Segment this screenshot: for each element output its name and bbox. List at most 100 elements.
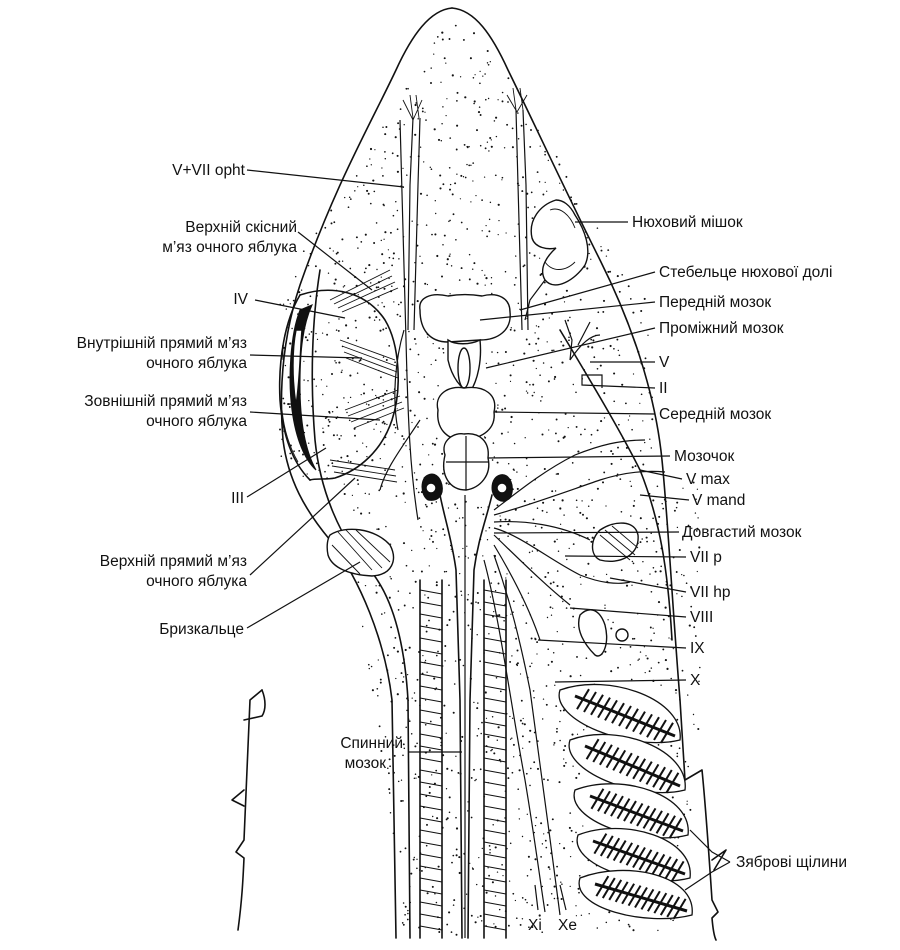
- stipple-dot: [395, 201, 396, 202]
- stipple-dot: [564, 301, 565, 302]
- stipple-dot: [507, 431, 508, 432]
- stipple-dot: [490, 202, 491, 203]
- stipple-dot: [404, 124, 405, 125]
- stipple-dot: [441, 31, 443, 33]
- stipple-dot: [508, 463, 509, 464]
- stipple-dot: [430, 67, 431, 68]
- stipple-dot: [303, 361, 304, 362]
- stipple-dot: [586, 657, 588, 659]
- stipple-dot: [603, 471, 605, 473]
- stipple-dot: [429, 565, 430, 566]
- stipple-dot: [482, 513, 484, 515]
- stipple-dot: [572, 462, 574, 464]
- stipple-dot: [389, 758, 391, 760]
- stipple-dot: [502, 92, 504, 94]
- stipple-dot: [660, 566, 662, 568]
- stipple-dot: [361, 394, 362, 395]
- stipple-dot: [531, 663, 532, 664]
- stipple-dot: [456, 827, 458, 829]
- stipple-dot: [376, 222, 378, 224]
- stipple-dot: [479, 660, 481, 662]
- stipple-dot: [451, 770, 453, 772]
- stipple-dot: [576, 203, 578, 205]
- stipple-dot: [547, 648, 549, 650]
- stipple-dot: [333, 221, 335, 223]
- stipple-dot: [405, 481, 407, 483]
- stipple-dot: [391, 285, 393, 287]
- stipple-dot: [398, 258, 399, 259]
- stipple-dot: [586, 517, 588, 519]
- stipple-dot: [521, 125, 523, 127]
- vertebra-segment: [420, 926, 442, 930]
- stipple-dot: [489, 137, 491, 139]
- stipple-dot: [513, 600, 515, 602]
- stipple-dot: [473, 769, 475, 771]
- stipple-dot: [481, 920, 482, 921]
- stipple-dot: [591, 434, 593, 436]
- stipple-dot: [398, 304, 400, 306]
- label-viii: VIII: [690, 609, 713, 626]
- stipple-dot: [420, 526, 422, 528]
- stipple-dot: [402, 922, 404, 924]
- stipple-dot: [506, 124, 508, 126]
- stipple-dot: [551, 615, 552, 616]
- stipple-dot: [375, 585, 376, 586]
- stipple-dot: [472, 162, 474, 164]
- stipple-dot: [686, 804, 687, 805]
- stipple-dot: [632, 929, 634, 931]
- stipple-dot: [431, 502, 433, 504]
- stipple-dot: [525, 437, 526, 438]
- stipple-dot: [534, 332, 535, 333]
- vertebra-segment: [484, 638, 506, 642]
- stipple-dot: [379, 330, 381, 332]
- stipple-dot: [641, 393, 643, 395]
- stipple-dot: [586, 267, 588, 269]
- stipple-dot: [555, 490, 556, 491]
- stipple-dot: [501, 409, 503, 411]
- stipple-dot: [438, 931, 440, 933]
- stipple-dot: [554, 378, 556, 380]
- stipple-dot: [341, 371, 343, 373]
- stipple-dot: [407, 88, 409, 90]
- stipple-dot: [522, 176, 524, 178]
- stipple-dot: [512, 893, 514, 895]
- stipple-dot: [567, 320, 569, 322]
- stipple-dot: [431, 774, 432, 775]
- stipple-dot: [436, 655, 438, 657]
- stipple-dot: [514, 284, 516, 286]
- stipple-dot: [413, 859, 415, 861]
- stipple-dot: [519, 818, 520, 819]
- stipple-dot: [582, 514, 584, 516]
- stipple-dot: [652, 517, 654, 519]
- stipple-dot: [393, 215, 395, 217]
- stipple-dot: [508, 831, 509, 832]
- stipple-dot: [491, 582, 492, 583]
- stipple-dot: [566, 559, 567, 560]
- stipple-dot: [514, 236, 516, 238]
- stipple-dot: [569, 812, 571, 814]
- stipple-dot: [633, 563, 635, 565]
- stipple-dot: [357, 507, 358, 508]
- stipple-dot: [458, 856, 460, 858]
- stipple-dot: [672, 919, 674, 921]
- stipple-dot: [512, 146, 514, 148]
- stipple-dot: [455, 660, 456, 661]
- stipple-dot: [331, 222, 333, 224]
- stipple-dot: [362, 442, 363, 443]
- stipple-dot: [670, 919, 671, 920]
- stipple-dot: [449, 38, 451, 40]
- stipple-dot: [416, 479, 418, 481]
- stipple-dot: [448, 507, 449, 508]
- stipple-dot: [495, 846, 497, 848]
- stipple-dot: [576, 426, 578, 428]
- stipple-dot: [414, 472, 415, 473]
- stipple-dot: [431, 168, 433, 170]
- stipple-dot: [511, 655, 512, 656]
- stipple-dot: [442, 244, 444, 246]
- stipple-dot: [453, 904, 455, 906]
- vertebra-segment: [420, 602, 442, 606]
- stipple-dot: [457, 92, 459, 94]
- stipple-dot: [593, 356, 595, 358]
- stipple-dot: [542, 194, 544, 196]
- stipple-dot: [303, 476, 304, 477]
